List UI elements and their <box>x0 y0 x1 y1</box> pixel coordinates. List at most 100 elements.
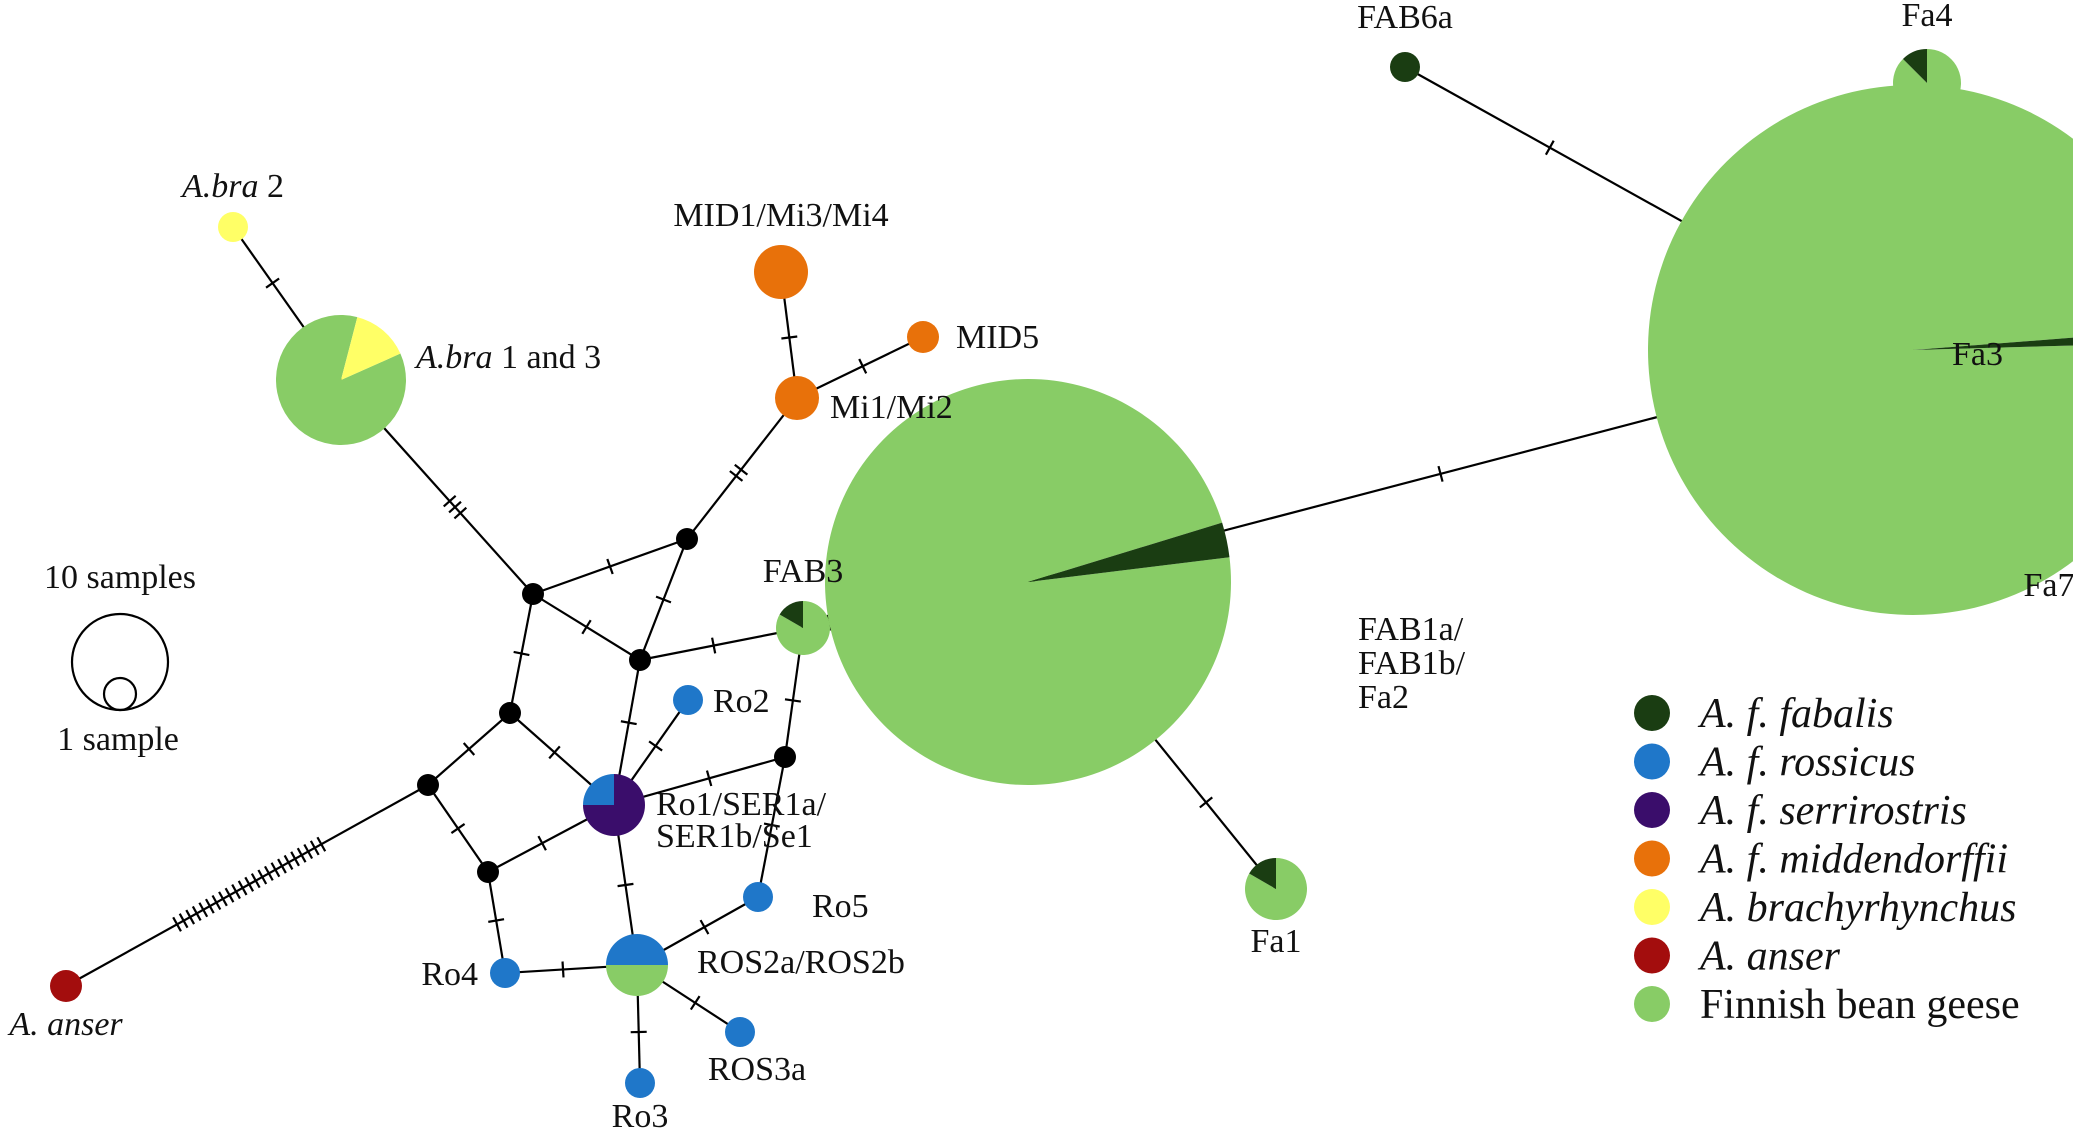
label-mid5: MID5 <box>956 319 1039 356</box>
label-line: FAB1a/ <box>1358 611 1464 648</box>
label-line: FAB6a <box>1357 0 1453 36</box>
label-line: Fa7 <box>2024 567 2073 604</box>
edge-line <box>66 785 428 986</box>
mutation-tick <box>514 652 530 655</box>
pie-slice-rossicus <box>625 1068 655 1098</box>
mutation-tick <box>245 877 253 891</box>
edge-m6-m7 <box>428 785 488 872</box>
label-fa3: Fa3 <box>1952 336 2003 373</box>
mutation-tick <box>252 874 260 888</box>
label-line: SER1b/Se1 <box>656 818 813 855</box>
mutation-tick <box>582 620 590 634</box>
label-fa7: Fa7 <box>2024 567 2073 604</box>
edge-m6-anser <box>66 785 428 986</box>
mutation-tick <box>219 892 227 906</box>
label-line: MID5 <box>956 319 1039 356</box>
haplotype-fa3 <box>1648 85 2073 615</box>
mutation-tick <box>213 895 221 909</box>
haplotype-ro2 <box>673 685 703 715</box>
mutation-tick <box>173 917 181 931</box>
legend-text: A. f. fabalis <box>1697 691 1894 737</box>
label-ro4: Ro4 <box>421 956 478 993</box>
label-line: ROS3a <box>708 1051 806 1088</box>
label-line: Fa2 <box>1358 679 1409 716</box>
pie-slice-middendorffii <box>754 245 808 299</box>
label-line: Ro3 <box>612 1098 669 1131</box>
label-fa4: Fa4 <box>1902 0 1953 34</box>
edge-m1-m2 <box>533 594 640 660</box>
haplotype-abra13 <box>276 315 406 445</box>
mutation-tick <box>258 870 266 884</box>
label-ro3: Ro3 <box>612 1098 669 1131</box>
mutation-tick <box>265 866 273 880</box>
pie-slice-rossicus <box>583 774 614 805</box>
pie-slice-middendorffii <box>907 321 939 353</box>
mutation-tick <box>180 914 188 928</box>
label-italic-part: A.bra <box>180 168 259 205</box>
haplotype-abra2 <box>218 212 248 242</box>
mutation-tick <box>563 961 564 977</box>
median-vector-m4 <box>499 702 521 724</box>
legend-text: A. f. rossicus <box>1697 740 1915 786</box>
haplotype-fa4 <box>1893 49 1961 117</box>
label-fab1: FAB1a/FAB1b/Fa2 <box>1358 611 1466 716</box>
mutation-tick <box>701 920 709 934</box>
mutation-tick <box>186 910 194 924</box>
median-vector-m7 <box>477 861 499 883</box>
pie-slice-brachyrhynchus <box>218 212 248 242</box>
haplotype-fab1 <box>825 379 1231 785</box>
label-mid1: MID1/Mi3/Mi4 <box>673 197 888 234</box>
label-abra13: A.bra 1 and 3 <box>414 339 601 376</box>
legend-swatch <box>1634 841 1670 877</box>
mutation-tick <box>272 863 280 877</box>
pie-slice-fabalis <box>1390 52 1420 82</box>
mutation-tick <box>199 903 207 917</box>
label-fa1: Fa1 <box>1251 923 1302 960</box>
scale-small-circle <box>104 678 136 710</box>
pie-slice-rossicus <box>606 934 668 965</box>
label-line: Mi1/Mi2 <box>830 389 953 426</box>
median-vector-m3 <box>676 528 698 550</box>
haplotype-mid5 <box>907 321 939 353</box>
label-line: FAB3 <box>763 553 844 590</box>
legend-item-serrirostris: A. f. serrirostris <box>1634 788 1967 834</box>
edge-m1-m4 <box>510 594 533 713</box>
label-ro2: Ro2 <box>713 683 770 720</box>
legend-swatch <box>1634 792 1670 828</box>
mutation-tick <box>317 837 325 851</box>
legend-item-middendorffii: A. f. middendorffii <box>1634 837 2008 883</box>
mutation-tick <box>735 465 748 475</box>
pie-slice-finnish <box>1648 85 2073 615</box>
label-mi12: Mi1/Mi2 <box>830 389 953 426</box>
edge-m4-m6 <box>428 713 510 785</box>
haplotype-anser <box>50 970 82 1002</box>
label-line: MID1/Mi3/Mi4 <box>673 197 888 234</box>
label-line: Fa4 <box>1902 0 1953 34</box>
mutation-tick <box>649 741 662 750</box>
legend-item-brachyrhynchus: A. brachyrhynchus <box>1634 885 2017 931</box>
mutation-tick <box>691 996 700 1009</box>
mutation-tick <box>785 699 801 701</box>
mutation-tick <box>193 906 201 920</box>
pie-slice-rossicus <box>490 958 520 988</box>
mutation-tick <box>304 845 312 859</box>
mutation-tick <box>618 884 634 886</box>
haplotype-ro5 <box>743 882 773 912</box>
legend-text: A. brachyrhynchus <box>1697 885 2017 931</box>
scale-large-label: 10 samples <box>44 559 196 596</box>
label-line: ROS2a/ROS2b <box>697 944 905 981</box>
legend-swatch <box>1634 695 1670 731</box>
legend-swatch <box>1634 938 1670 974</box>
pie-slice-finnish <box>825 379 1231 785</box>
mutation-tick <box>1546 141 1554 155</box>
label-rest: 1 and 3 <box>493 339 602 376</box>
label-line: Ro5 <box>812 888 869 925</box>
legend-text: Finnish bean geese <box>1700 982 2020 1028</box>
label-line: Fa1 <box>1251 923 1302 960</box>
label-line: A.bra 1 and 3 <box>414 339 601 376</box>
scale-large-circle <box>72 614 168 710</box>
edge-m3-m1 <box>533 539 687 594</box>
label-ro5: Ro5 <box>812 888 869 925</box>
label-ro1: Ro1/SER1a/SER1b/Se1 <box>656 786 827 855</box>
